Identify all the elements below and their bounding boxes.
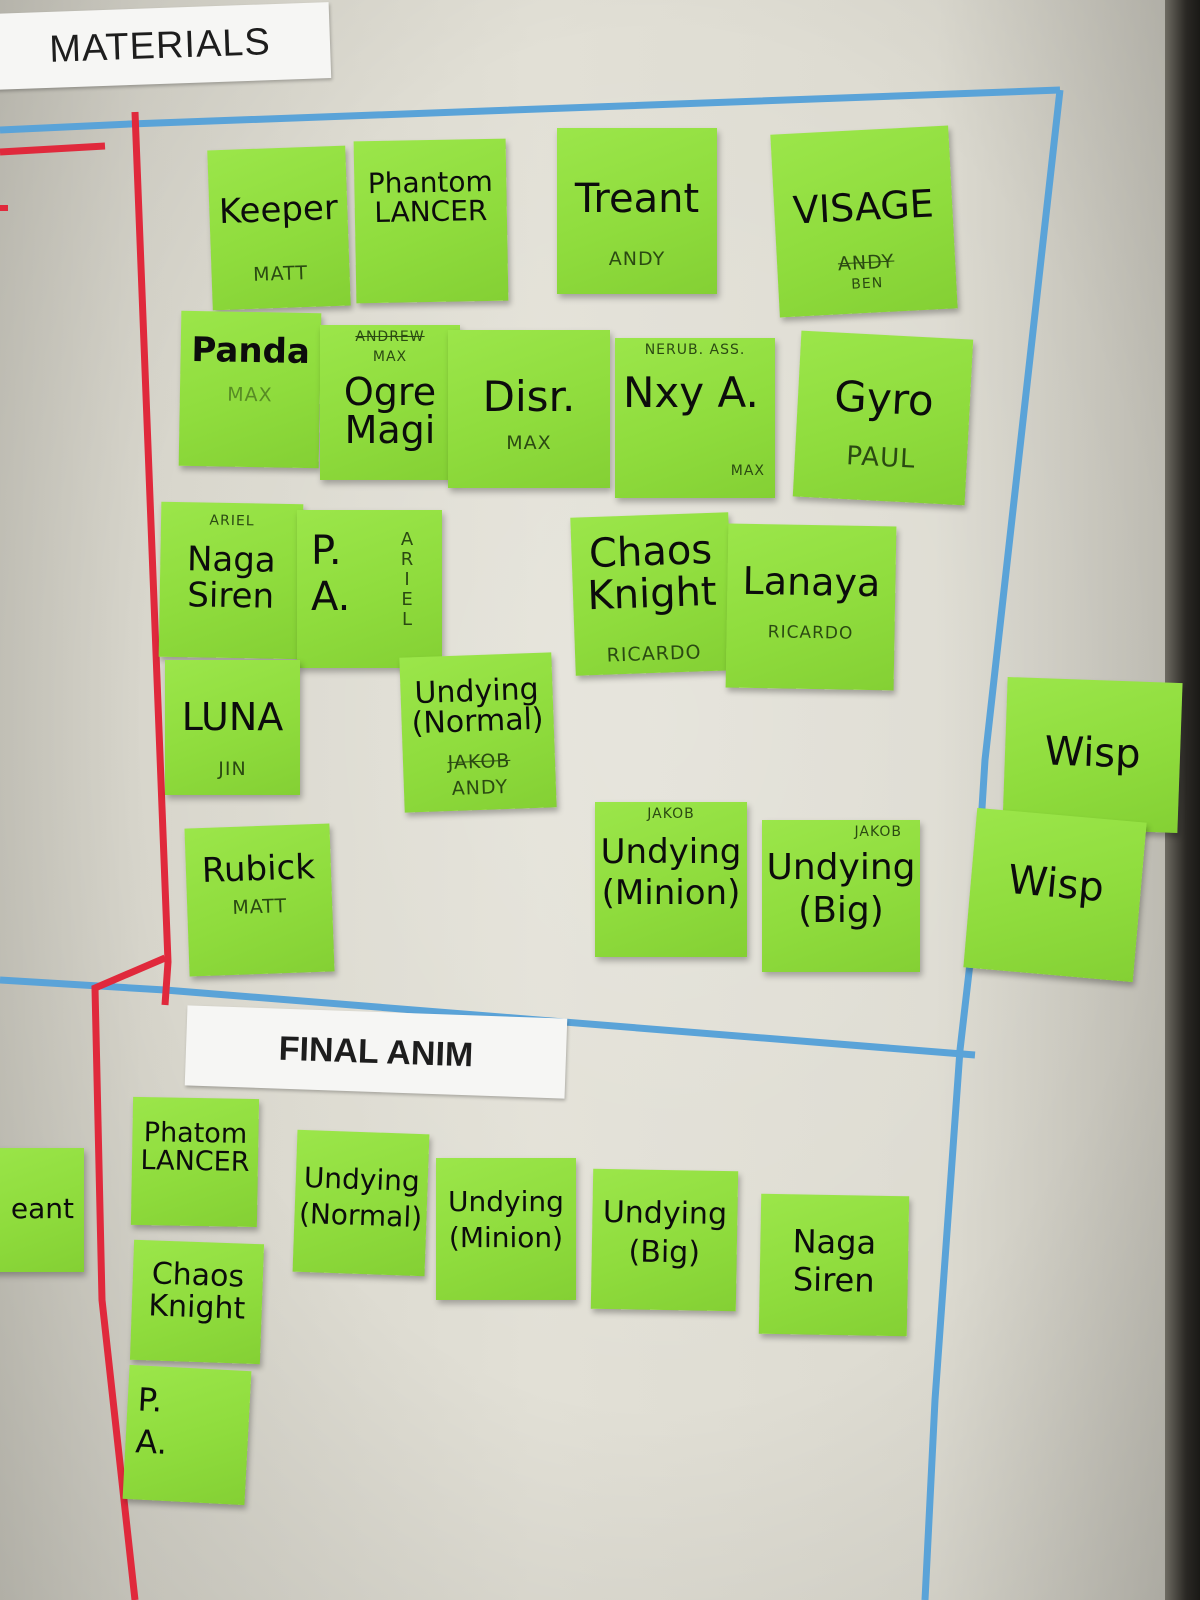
blue-tape-top (0, 86, 1061, 134)
note-title: Disr. (482, 372, 576, 421)
note-title: Wisp (1043, 728, 1142, 778)
note-top-label: NERUB. ASS. (644, 342, 746, 358)
note-title: Treant (574, 176, 700, 222)
note-title: Lanaya (742, 558, 881, 606)
sticky-note: NERUB. ASS. Nxy A. MAX (615, 338, 775, 498)
note-title: Rubick (201, 847, 316, 891)
sticky-note: Wisp (963, 807, 1147, 983)
note-title: Chaos Knight (586, 526, 718, 620)
sticky-note: Wisp (1002, 676, 1183, 834)
sticky-note: P. A. A R I E L (297, 510, 442, 668)
note-title: Undying (Normal) (411, 671, 545, 742)
sticky-note: Chaos Knight (129, 1239, 265, 1365)
note-title: P. A. (311, 528, 351, 620)
note-title: Nxy A. (623, 368, 759, 417)
note-name: JIN (218, 758, 247, 780)
note-name: ANDY (608, 248, 666, 270)
note-title: Undying (Minion) (600, 832, 742, 913)
note-name: ARIEL (209, 512, 255, 530)
note-title: Gyro (833, 371, 935, 426)
note-name: JAKOB (854, 824, 902, 840)
note-title: Phatom LANCER (140, 1117, 250, 1179)
sticky-note: Panda MAX (178, 310, 322, 469)
red-tape-stub (0, 142, 106, 156)
note-name: MAX (372, 349, 408, 365)
sticky-note: Undying (Normal) (292, 1129, 430, 1277)
sticky-note: Chaos Knight RICARDO (570, 512, 734, 676)
materials-label: MATERIALS (0, 2, 332, 90)
note-title: Naga Siren (186, 539, 277, 617)
note-name: MAX (506, 432, 552, 454)
sticky-note: JAKOB Undying (Big) (762, 820, 920, 972)
final-anim-label: FINAL ANIM (184, 1005, 568, 1099)
sticky-note: JAKOB Undying (Minion) (595, 802, 747, 957)
sticky-note: Lanaya RICARDO (725, 523, 897, 691)
note-title: Phantom LANCER (367, 164, 494, 230)
sticky-note: VISAGE ANDY BEN (770, 125, 958, 318)
note-struck-name: ANDREW (355, 329, 425, 345)
sticky-note: Treant ANDY (557, 128, 717, 294)
red-tape-vertical (131, 111, 172, 1006)
note-name: RICARDO (606, 641, 702, 667)
note-title: Panda (191, 329, 311, 373)
note-title: Naga Siren (792, 1222, 877, 1301)
note-name: MAX (226, 383, 273, 407)
note-title: Undying (Minion) (448, 1185, 564, 1255)
sticky-note: Gyro PAUL (792, 330, 974, 506)
sticky-note: Disr. MAX (448, 330, 610, 488)
sticky-note: Phatom LANCER (130, 1096, 260, 1228)
sticky-note: ARIEL Naga Siren (158, 501, 304, 660)
note-name: RICARDO (767, 622, 854, 644)
sticky-note: Undying (Minion) (436, 1158, 576, 1300)
note-name: MATT (252, 262, 309, 286)
sticky-note: Keeper MATT (207, 145, 351, 311)
sticky-note: LUNA JIN (165, 660, 300, 795)
sticky-note: Phantom LANCER (353, 138, 509, 304)
note-name: A R I E L (400, 529, 414, 630)
sticky-note: ANDREW MAX Ogre Magi (320, 325, 460, 480)
note-name: MATT (231, 895, 288, 919)
note-title: Undying (Normal) (298, 1161, 423, 1235)
note-title: LUNA (181, 695, 284, 739)
sticky-note: eant (0, 1148, 84, 1272)
note-title: Wisp (1006, 856, 1106, 912)
note-name: ANDY (451, 775, 509, 800)
blue-tape-right (921, 89, 1064, 1600)
materials-label-text: MATERIALS (48, 20, 272, 71)
note-title: Undying (Big) (766, 847, 916, 932)
note-struck-name: JAKOB (447, 749, 511, 775)
note-name: PAUL (845, 441, 917, 475)
note-title: Chaos Knight (147, 1256, 246, 1327)
sticky-note: P. A. (122, 1364, 252, 1506)
note-title: Undying (Big) (602, 1194, 728, 1271)
final-anim-label-text: FINAL ANIM (278, 1029, 474, 1074)
sticky-note: Undying (Big) (590, 1168, 739, 1312)
note-title: P. A. (134, 1380, 169, 1462)
note-title: Keeper (218, 187, 339, 233)
note-title: eant (10, 1192, 74, 1225)
note-title: Ogre Magi (343, 370, 437, 452)
note-title: VISAGE (791, 181, 935, 233)
sticky-note: Rubick MATT (184, 823, 335, 977)
red-tape-lower (91, 954, 167, 1600)
sticky-note: Naga Siren (758, 1193, 910, 1337)
note-name: JAKOB (647, 806, 695, 822)
note-name: MAX (730, 463, 765, 479)
sticky-note: Undying (Normal) JAKOB ANDY (399, 652, 557, 813)
